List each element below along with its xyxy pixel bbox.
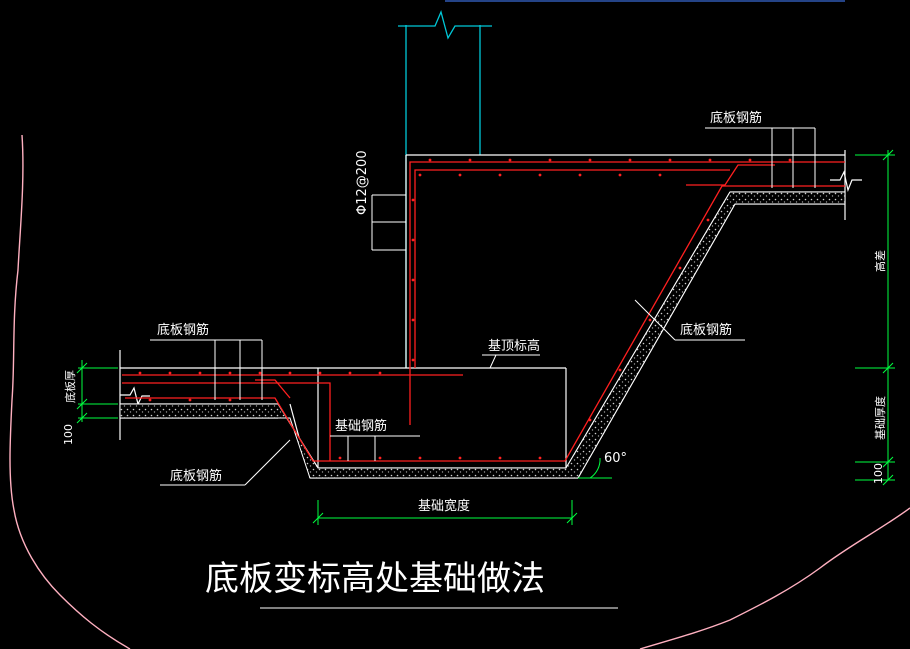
label-slab-rebar-left: 底板钢筋 [157, 322, 209, 338]
label-cover-right: 100 [872, 463, 885, 484]
label-foundation-width: 基础宽度 [418, 498, 470, 514]
label-slab-thickness: 底板厚 [63, 370, 77, 403]
label-height-diff: 高差 [873, 250, 887, 272]
rebar-dots [138, 158, 792, 460]
cushion-layer [119, 191, 846, 479]
label-cover-left: 100 [62, 424, 75, 445]
label-wall-rebar: Φ12@200 [355, 150, 370, 215]
rebar [122, 161, 845, 462]
label-foundation-thickness: 基础厚度 [873, 396, 887, 440]
label-slab-rebar-bottom-left: 底板钢筋 [170, 468, 222, 484]
label-foundation-top-elevation: 基顶标高 [488, 338, 540, 354]
label-slab-rebar-slope: 底板钢筋 [680, 322, 732, 338]
right-boundary-line [639, 507, 910, 649]
left-boundary-line [9, 134, 131, 649]
label-angle: 60° [604, 451, 627, 466]
label-foundation-rebar: 基础钢筋 [335, 418, 387, 434]
wall [398, 10, 492, 368]
dimensions [76, 149, 895, 525]
drawing-title: 底板变标高处基础做法 [205, 559, 545, 599]
label-slab-rebar-top-right: 底板钢筋 [710, 110, 762, 126]
leader-lines [150, 127, 816, 609]
